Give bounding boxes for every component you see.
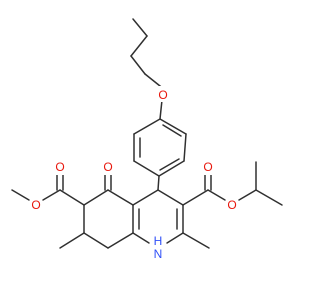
bond-c4a-to-c5: [107, 189, 134, 206]
atom-label-nh-hydrogen: H: [154, 234, 163, 248]
methyl-ester-group: [11, 171, 85, 206]
atom-label-methyl-ester-carbonyl-oxygen: O: [55, 160, 64, 174]
atom-labels: O O O O O O H N: [30, 86, 238, 262]
bond-phenyl-2: [183, 133, 187, 162]
bond-c8-to-c8a: [107, 232, 134, 249]
chemical-structure-diagram: O O O O O O H N: [11, 18, 283, 262]
bond-c4-to-c4a: [132, 189, 159, 206]
propyl-chain: [130, 18, 166, 120]
bond-c5-to-c6: [83, 189, 109, 206]
bond-ether-o-to-methyl: [11, 189, 30, 201]
phenyl-ring: [133, 118, 187, 177]
bond-phenyl-1: [159, 118, 187, 135]
bond-phenyl-double-2: [159, 158, 180, 171]
bond-c2-methyl: [182, 232, 210, 249]
bond-ether-o-to-isopropyl: [238, 189, 257, 201]
bond-phenyl-double-1: [162, 124, 182, 137]
bond-c4-to-c3: [157, 189, 184, 206]
bond-c3-to-ester-carbon: [182, 189, 209, 206]
bicyclic-core: [59, 171, 210, 249]
bond-phenyl-6: [133, 118, 161, 135]
atom-label-isopropyl-ester-ether-oxygen: O: [227, 198, 236, 212]
atom-label-ketone-oxygen: O: [103, 160, 112, 174]
atom-label-nh-nitrogen: N: [154, 247, 163, 261]
bond-propyl-1: [132, 18, 148, 37]
bond-c7-methyl: [59, 232, 85, 249]
bond-phenyl-to-c4: [157, 175, 160, 191]
bond-n-to-c8a: [132, 232, 150, 244]
bond-isopropyl-methyl-1: [255, 189, 283, 206]
bond-propyl-2: [130, 35, 148, 57]
bond-iso-carbon-to-ether-o: [207, 189, 226, 201]
bond-oxygen-to-phenyl: [159, 99, 163, 120]
atom-label-methyl-ester-ether-oxygen: O: [31, 198, 40, 212]
isopropyl-ester-group: [182, 161, 283, 206]
bond-propyl-3: [130, 55, 146, 75]
bond-c6-to-ester-carbon: [59, 189, 85, 206]
bond-phenyl-4: [133, 160, 160, 177]
bond-ester-carbon-to-ether-o: [42, 189, 61, 201]
atom-label-isopropyl-ester-carbonyl-oxygen: O: [203, 160, 212, 174]
bond-phenyl-3: [158, 160, 185, 177]
bond-c7-to-c8: [83, 232, 109, 249]
bond-c2-to-n: [166, 232, 184, 244]
atom-label-propoxy-oxygen: O: [158, 88, 167, 102]
